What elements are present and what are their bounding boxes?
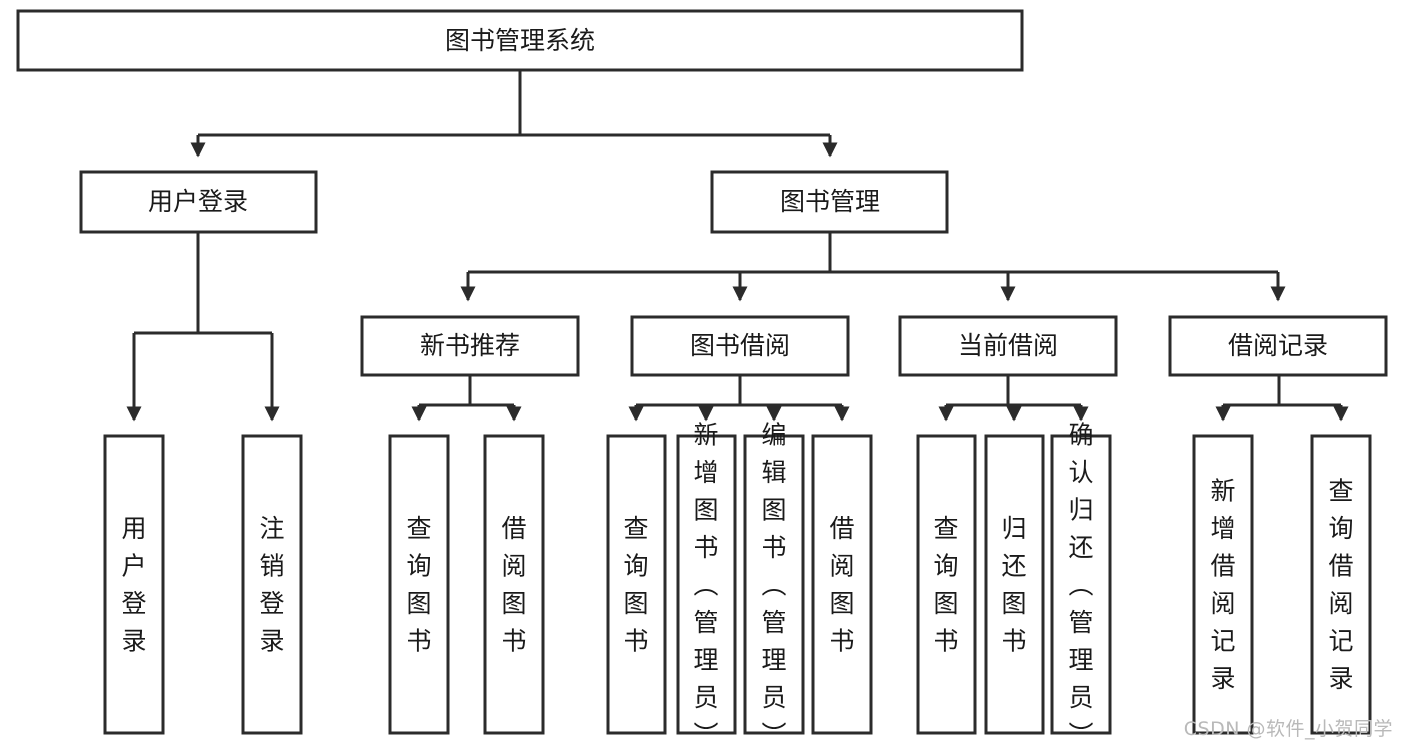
node-book-borrow-label: 图书借阅 [690,331,790,360]
node-root[interactable]: 图书管理系统 [16,9,1024,72]
leaf-node-return-book-box[interactable] [984,434,1045,735]
connector-layer [126,70,1349,422]
leaf-node-add-book-box[interactable] [676,434,737,735]
node-root-label: 图书管理系统 [445,26,595,55]
leaf-layer [103,434,1372,735]
leaf-node-add-book[interactable] [676,434,737,735]
leaf-node-return-book[interactable] [984,434,1045,735]
node-current-borrow-label: 当前借阅 [958,331,1058,360]
leaf-node-query-record-box[interactable] [1310,434,1372,735]
leaf-label-layer: 用户登录 注销登录 查询图书 借阅图书 查询图书 新增图书︵管理员︶ 编辑图书︵… [121,420,1353,747]
node-borrow-record[interactable]: 借阅记录 [1168,315,1388,377]
leaf-node-query-book-current-box[interactable] [916,434,977,735]
node-borrow-record-box[interactable] [1168,315,1388,377]
leaf-label-borrow-book: 借阅图书 [829,514,854,656]
leaf-node-edit-book-box[interactable] [743,434,805,735]
leaf-label-add-record: 新增借阅记录 [1210,477,1235,694]
node-user-login-box[interactable] [79,170,318,234]
node-new-book-recommend[interactable]: 新书推荐 [360,315,580,377]
leaf-node-borrow-book[interactable] [811,434,873,735]
leaf-node-user-login-box[interactable] [103,434,165,735]
leaf-label-user-logout: 注销登录 [259,514,284,656]
node-current-borrow[interactable]: 当前借阅 [898,315,1118,377]
node-book-borrow-box[interactable] [630,315,850,377]
node-current-borrow-box[interactable] [898,315,1118,377]
leaf-node-query-book-rec[interactable] [388,434,450,735]
leaf-label-confirm-return: 确认归还︵管理员︶ [1068,420,1093,747]
leaf-node-user-logout-box[interactable] [241,434,303,735]
node-root-box[interactable] [16,9,1024,72]
node-user-login-label: 用户登录 [148,187,248,216]
node-new-book-recommend-label: 新书推荐 [420,331,520,360]
leaf-node-query-book-rec-box[interactable] [388,434,450,735]
leaf-node-borrow-book-box[interactable] [811,434,873,735]
node-new-book-recommend-box[interactable] [360,315,580,377]
leaf-label-borrow-book-rec: 借阅图书 [501,514,526,656]
leaf-node-add-record-box[interactable] [1192,434,1254,735]
leaf-node-query-book-current[interactable] [916,434,977,735]
leaf-node-borrow-book-rec-box[interactable] [483,434,545,735]
leaf-label-query-book-rec: 查询图书 [406,514,431,656]
leaf-node-borrow-book-rec[interactable] [483,434,545,735]
node-book-manage-box[interactable] [710,170,949,234]
node-book-manage[interactable]: 图书管理 [710,170,949,234]
leaf-node-user-login[interactable] [103,434,165,735]
csdn-watermark: CSDN @软件_小贺同学 [1183,718,1393,740]
node-book-borrow[interactable]: 图书借阅 [630,315,850,377]
leaf-node-user-logout[interactable] [241,434,303,735]
leaf-node-query-book-borrow-box[interactable] [606,434,667,735]
leaf-label-query-book-borrow: 查询图书 [623,514,648,656]
leaf-node-add-record[interactable] [1192,434,1254,735]
leaf-node-query-record[interactable] [1310,434,1372,735]
leaf-node-query-book-borrow[interactable] [606,434,667,735]
leaf-label-edit-book: 编辑图书︵管理员︶ [761,420,786,747]
leaf-label-query-record: 查询借阅记录 [1328,477,1353,694]
node-book-manage-label: 图书管理 [780,187,880,216]
node-user-login[interactable]: 用户登录 [79,170,318,234]
leaf-node-confirm-return-box[interactable] [1050,434,1112,735]
leaf-label-add-book: 新增图书︵管理员︶ [693,420,718,747]
leaf-label-user-login: 用户登录 [121,514,146,656]
leaf-label-return-book: 归还图书 [1001,514,1026,656]
leaf-node-confirm-return[interactable] [1050,434,1112,735]
leaf-label-query-book-current: 查询图书 [933,514,958,656]
leaf-node-edit-book[interactable] [743,434,805,735]
node-borrow-record-label: 借阅记录 [1228,331,1328,360]
